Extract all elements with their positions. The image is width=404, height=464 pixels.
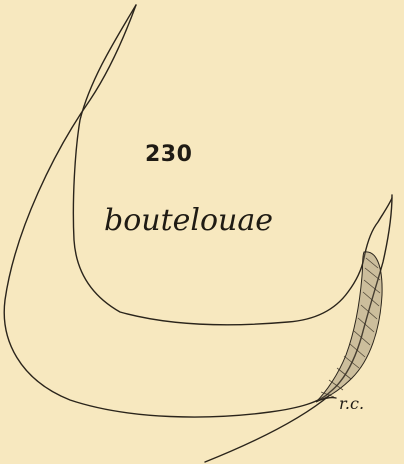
figure-number: 230 — [145, 142, 192, 167]
shaded-region — [316, 252, 382, 402]
inner-outline — [73, 5, 392, 325]
lower-outline — [205, 395, 330, 462]
species-label: boutelouae — [104, 203, 273, 238]
annotation-label: r.c. — [339, 394, 364, 413]
